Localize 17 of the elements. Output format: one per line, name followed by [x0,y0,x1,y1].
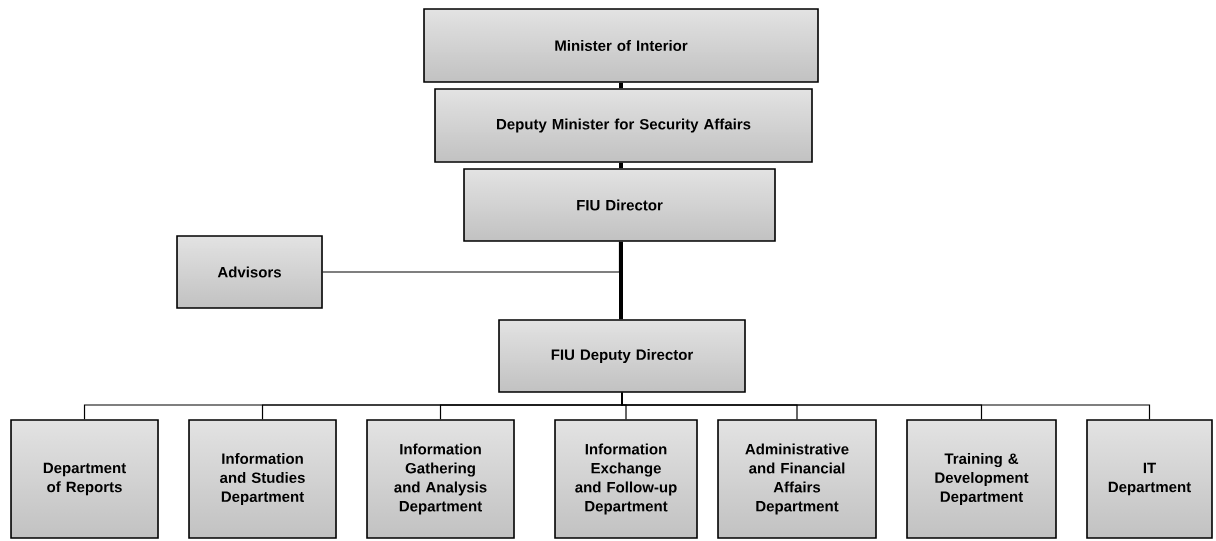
org-box: Training & Development Department [906,419,1057,539]
org-box: Department of Reports [10,419,159,539]
connector-line [619,82,623,89]
connector-line [619,162,623,169]
connector-line [619,241,623,320]
org-box: Administrative and Financial Affairs Department [717,419,877,539]
connector-line [621,392,1151,420]
org-box: Minister of Interior [423,8,819,83]
org-box: Information and Studies Department [188,419,337,539]
org-box: Advisors [176,235,323,309]
org-box: FIU Director [463,168,776,242]
connector-line [322,241,621,273]
org-box: Information Exchange and Follow-up Department [554,419,698,539]
org-box: FIU Deputy Director [498,319,746,393]
org-box: Information Gathering and Analysis Department [366,419,515,539]
org-box: Deputy Minister for Security Affairs [434,88,813,163]
org-box: IT Department [1086,419,1213,539]
